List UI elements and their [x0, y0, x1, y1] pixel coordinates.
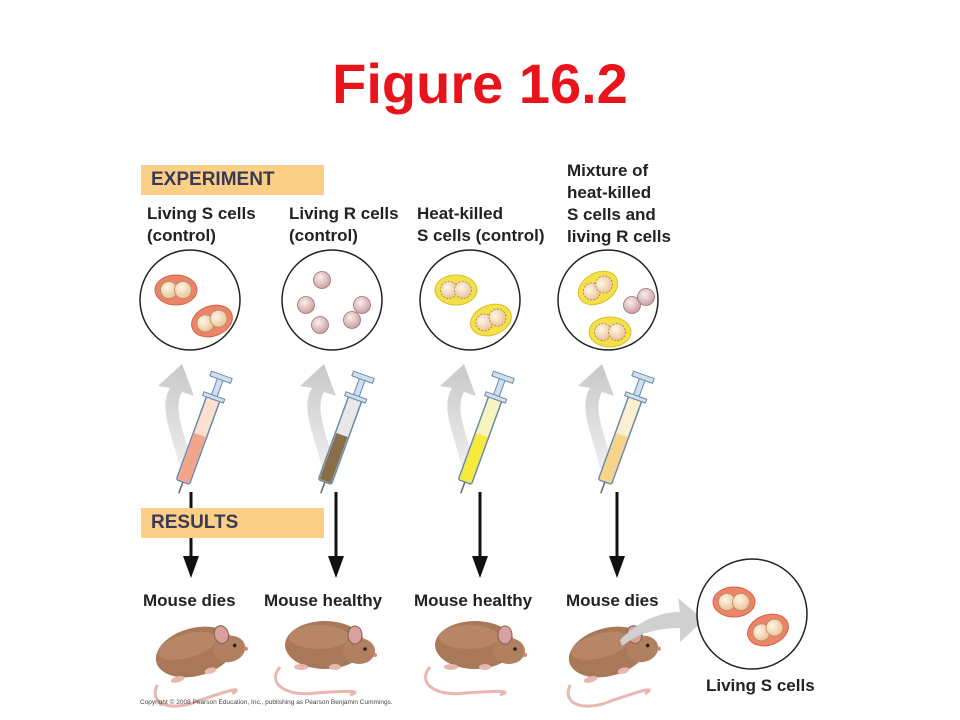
syringe-mixture [598, 370, 655, 494]
petri-dish-living-r [281, 249, 383, 351]
label-line: S cells (control) [417, 226, 545, 245]
syringe-living-r [318, 370, 375, 494]
results-banner: RESULTS [141, 508, 324, 538]
column-label-heat-killed-s: Heat-killed S cells (control) [417, 203, 545, 247]
mouse-healthy-1 [273, 619, 379, 697]
experiment-banner: EXPERIMENT [141, 165, 324, 195]
label-line: living R cells [567, 227, 671, 246]
label-line: S cells and [567, 205, 656, 224]
figure-title: Figure 16.2 [332, 52, 628, 115]
label-line: (control) [289, 226, 358, 245]
copyright-notice: Copyright © 2008 Pearson Education, Inc.… [140, 699, 393, 706]
petri-dish-heat-killed-s [419, 249, 521, 351]
label-line: Living S cells [147, 204, 256, 223]
result-label-4: Mouse dies [566, 591, 659, 610]
column-label-living-s: Living S cells (control) [147, 203, 256, 247]
mouse-healthy-2 [423, 619, 529, 697]
down-arrows [183, 492, 625, 578]
petri-dish-recovered-s [696, 558, 808, 670]
result-label-2: Mouse healthy [264, 591, 383, 610]
syringe-heat-killed-s [458, 370, 515, 494]
result-label-3: Mouse healthy [414, 591, 533, 610]
label-line: Heat-killed [417, 204, 503, 223]
label-line: (control) [147, 226, 216, 245]
column-label-living-r: Living R cells (control) [289, 203, 399, 247]
petri-dish-living-s [139, 249, 241, 351]
recovery-arrow [620, 598, 704, 646]
label-line: Living R cells [289, 204, 399, 223]
label-line: heat-killed [567, 183, 652, 202]
syringe-living-s [176, 370, 233, 494]
label-line: Mixture of [567, 161, 649, 180]
recovered-label: Living S cells [706, 676, 815, 695]
petri-dish-mixture [557, 249, 659, 351]
result-label-1: Mouse dies [143, 591, 236, 610]
column-label-mixture: Mixture of heat-killed S cells and livin… [567, 160, 671, 248]
